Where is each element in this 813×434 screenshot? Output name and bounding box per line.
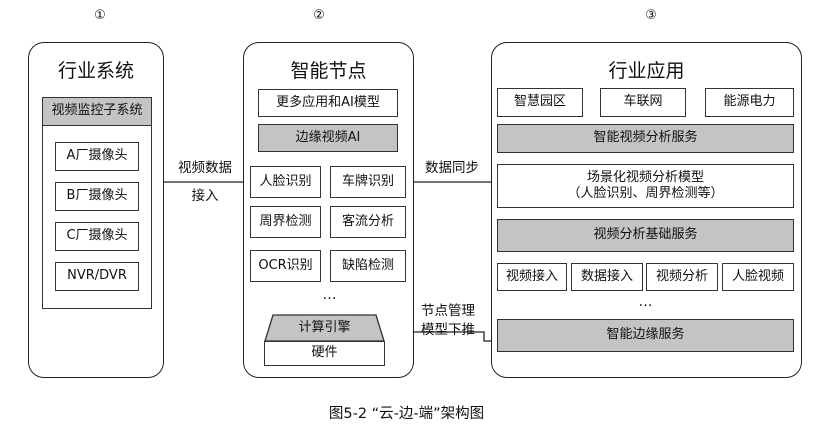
scene-model-line1: 场景化视频分析模型	[586, 169, 704, 185]
subsystem-title: 视频监控子系统	[42, 97, 152, 126]
scene-model-box: 场景化视频分析模型 （人脸识别、周界检测等）	[497, 164, 794, 208]
node-management-label: 节点管理	[421, 303, 475, 319]
data-sync-label: 数据同步	[425, 160, 479, 176]
plate-recognition-box: 车牌识别	[330, 166, 406, 198]
face-recognition-box: 人脸识别	[250, 166, 321, 198]
edge-video-ai-box: 边缘视频AI	[258, 124, 398, 152]
camera-b: B厂摄像头	[55, 182, 139, 211]
iov-box: 车联网	[600, 88, 686, 117]
defect-detection-box: 缺陷检测	[330, 250, 406, 282]
smart-park-box: 智慧园区	[497, 88, 583, 117]
scene-model-line2: （人脸识别、周界检测等）	[567, 186, 724, 201]
number-1: ①	[94, 8, 106, 23]
data-access-box: 数据接入	[571, 263, 643, 291]
compute-engine-label: 计算引擎	[298, 319, 351, 335]
camera-c: C厂摄像头	[55, 222, 139, 251]
energy-power-box: 能源电力	[705, 88, 794, 117]
video-analysis-service-box: 智能视频分析服务	[497, 124, 794, 153]
model-push-label: 模型下推	[421, 322, 475, 338]
figure-caption: 图5-2 “云-边-端”架构图	[328, 406, 485, 422]
number-2: ②	[313, 8, 325, 23]
video-analysis-box: 视频分析	[646, 263, 718, 291]
bottom-connector	[384, 331, 491, 342]
perimeter-detection-box: 周界检测	[250, 206, 321, 238]
base-service-box: 视频分析基础服务	[497, 219, 794, 252]
passenger-flow-box: 客流分析	[330, 206, 406, 238]
face-video-box: 人脸视频	[722, 263, 794, 291]
industry-app-title: 行业应用	[608, 60, 685, 82]
video-access-box: 视频接入	[497, 263, 567, 291]
hardware-box: 硬件	[264, 341, 385, 366]
more-apps-box: 更多应用和AI模型	[258, 89, 398, 117]
edge-service-box: 智能边缘服务	[497, 319, 794, 352]
number-3: ③	[645, 8, 657, 23]
camera-a: A厂摄像头	[55, 142, 139, 171]
ocr-box: OCR识别	[250, 250, 321, 282]
smart-node-title: 智能节点	[290, 60, 367, 82]
nvr-dvr: NVR/DVR	[55, 262, 139, 291]
video-data-label: 视频数据	[168, 160, 242, 178]
app-ellipsis: …	[638, 294, 654, 310]
industry-system-title: 行业系统	[57, 60, 134, 82]
node-ellipsis: …	[322, 287, 338, 303]
access-label: 接入	[191, 188, 219, 204]
